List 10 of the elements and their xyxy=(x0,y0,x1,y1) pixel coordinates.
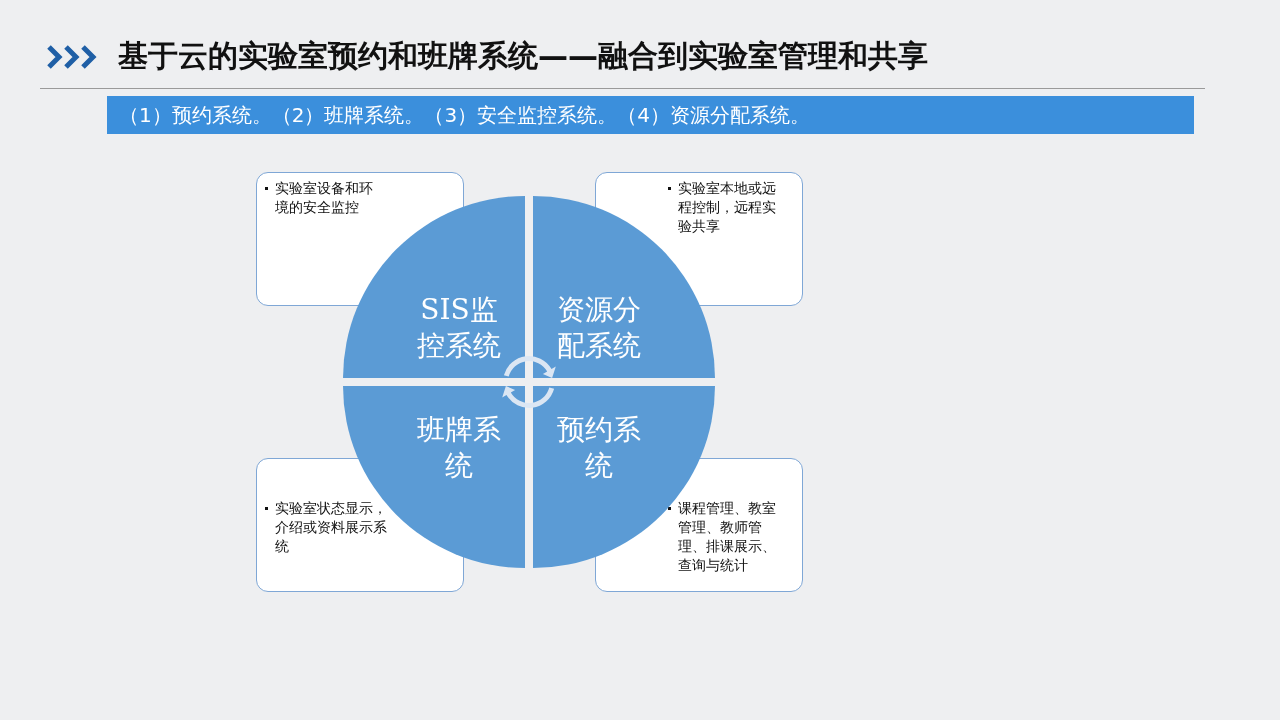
bullet-text: 实验室本地或远程控制，远程实验共享 xyxy=(666,179,778,236)
quadrant-label: 预约系统 xyxy=(556,412,642,484)
banner-text: （1）预约系统。（2）班牌系统。（3）安全监控系统。（4）资源分配系统。 xyxy=(107,96,1194,134)
title: 基于云的实验室预约和班牌系统——融合到实验室管理和共享 xyxy=(118,37,928,75)
bullet-text: 实验室状态显示，介绍或资料展示系统 xyxy=(263,499,387,556)
bullet-text: 课程管理、教室管理、教师管理、排课展示、查询与统计 xyxy=(666,499,778,575)
quadrant-label: 资源分配系统 xyxy=(556,292,642,364)
quadrant-label: 班牌系统 xyxy=(416,412,502,484)
bullet-text: 实验室设备和环境的安全监控 xyxy=(263,179,375,217)
quadrant-label: SIS监控系统 xyxy=(416,292,502,364)
